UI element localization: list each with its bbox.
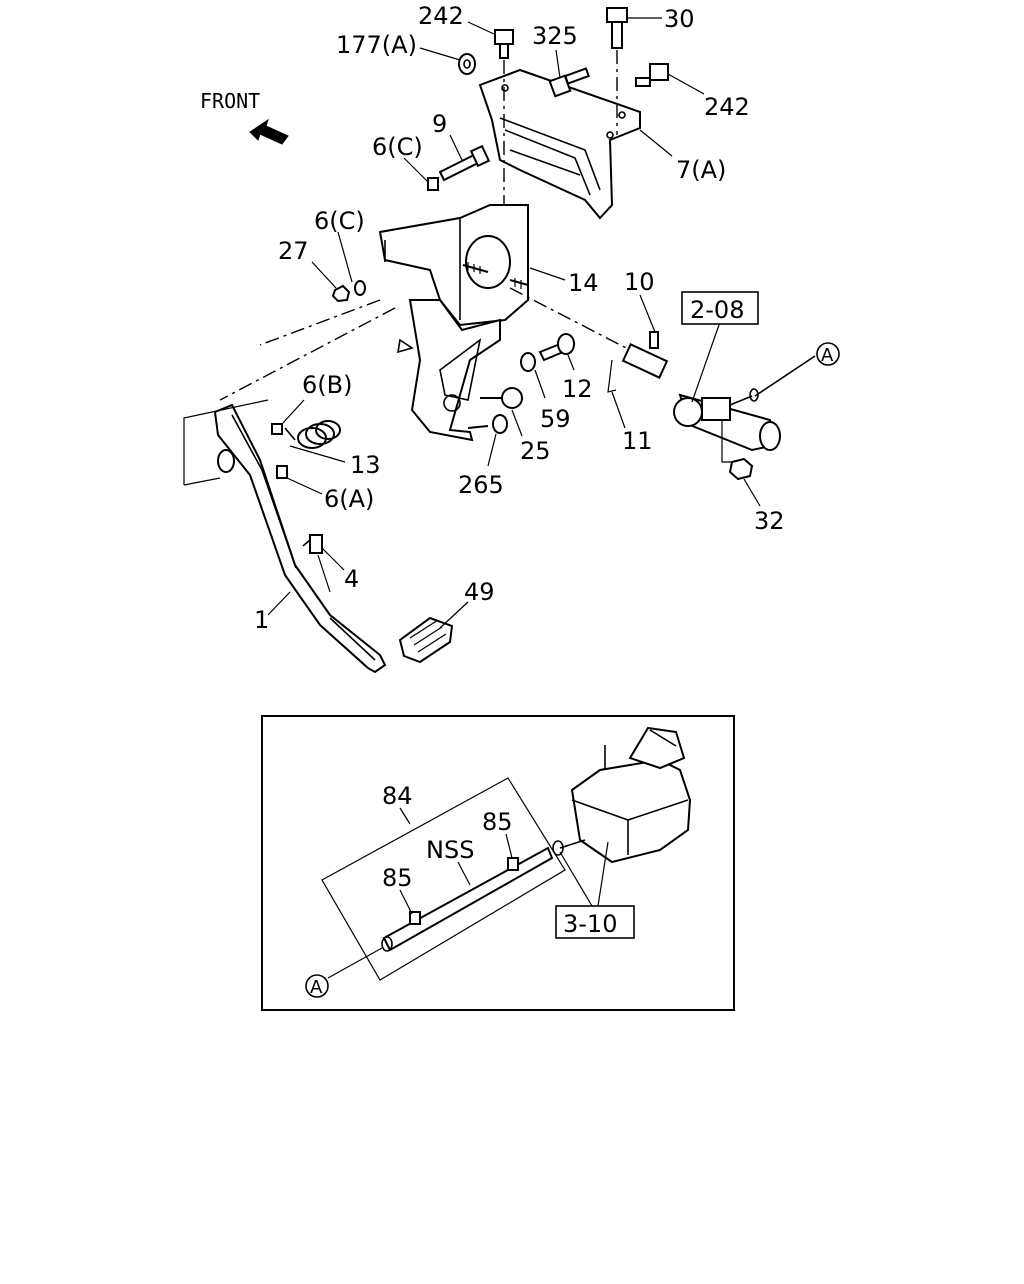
label-85-top: 85 [482,808,513,836]
reservoir-hose [381,846,554,952]
label-25: 25 [520,437,551,465]
reference-box-2-08[interactable]: 2-08 [681,291,759,325]
circle-ref-a-top: A [816,342,840,366]
clutch-master-cylinder [673,355,816,452]
label-84: 84 [382,782,413,810]
bushing-6a [276,465,288,479]
leader-lines [267,17,761,979]
pivot-bolt-9 [438,144,491,182]
label-nss: NSS [426,836,474,864]
reservoir-tank [552,726,692,864]
bolt-242-right [635,63,669,87]
pedal-pad-49 [398,616,454,664]
clamp-85-upper [507,857,519,871]
circle-ref-a-bottom: A [305,974,329,998]
studs-14 [462,262,529,289]
label-30: 30 [664,5,695,33]
return-spring-13 [284,420,341,449]
upper-bracket-7a [478,68,641,220]
label-6c-top: 6(C) [372,133,423,161]
nut-27 [331,284,351,303]
bushing-6b [271,423,283,435]
label-9: 9 [432,110,447,138]
label-32: 32 [754,507,785,535]
reference-box-3-10[interactable]: 3-10 [555,905,635,939]
label-14: 14 [568,269,599,297]
label-13: 13 [350,451,381,479]
label-242-top: 242 [418,2,464,30]
nut-265 [467,414,508,434]
ref-3-10-text: 3-10 [563,910,617,938]
circle-ref-a-bottom-text: A [310,977,323,998]
bolt-12 [538,333,575,362]
pedal-arm-1 [213,403,387,674]
circle-ref-a-top-text: A [821,345,834,366]
bushing-6c-left [354,280,366,296]
washer-177a [458,53,476,75]
nut-32 [728,457,754,481]
bolt-325 [548,67,590,98]
label-85-lower: 85 [382,864,413,892]
label-4: 4 [344,565,359,593]
bolt-25 [480,387,523,409]
label-6a: 6(A) [324,485,374,513]
clamp-85-lower [409,911,421,925]
nut-59 [520,352,536,372]
bolt-30 [606,7,628,49]
switch-10 [621,331,669,379]
ref-2-08-text: 2-08 [690,296,744,324]
label-1: 1 [254,606,269,634]
front-arrow-icon [249,118,289,145]
label-27: 27 [278,237,309,265]
part-labels: 242 177(A) 325 30 242 9 6(C) 7(A) 6(C) 2… [254,2,785,892]
label-265: 265 [458,471,504,499]
label-49: 49 [464,578,495,606]
front-indicator: FRONT [200,89,289,145]
pedal-bracket-14 [378,204,529,442]
bolt-242-top [494,29,514,59]
front-label: FRONT [200,89,260,113]
clip-4 [302,534,323,554]
label-177a: 177(A) [336,31,417,59]
label-11: 11 [622,427,653,455]
hose-assembly-bracket-84 [321,777,566,981]
label-59: 59 [540,405,571,433]
reservoir-inset-box [261,715,735,1011]
label-6c-left: 6(C) [314,207,365,235]
label-325: 325 [532,22,578,50]
label-6b: 6(B) [302,371,352,399]
label-10: 10 [624,268,655,296]
label-12: 12 [562,375,593,403]
label-242-right: 242 [704,93,750,121]
bushing-6c-top [427,177,439,191]
label-7a: 7(A) [676,156,726,184]
